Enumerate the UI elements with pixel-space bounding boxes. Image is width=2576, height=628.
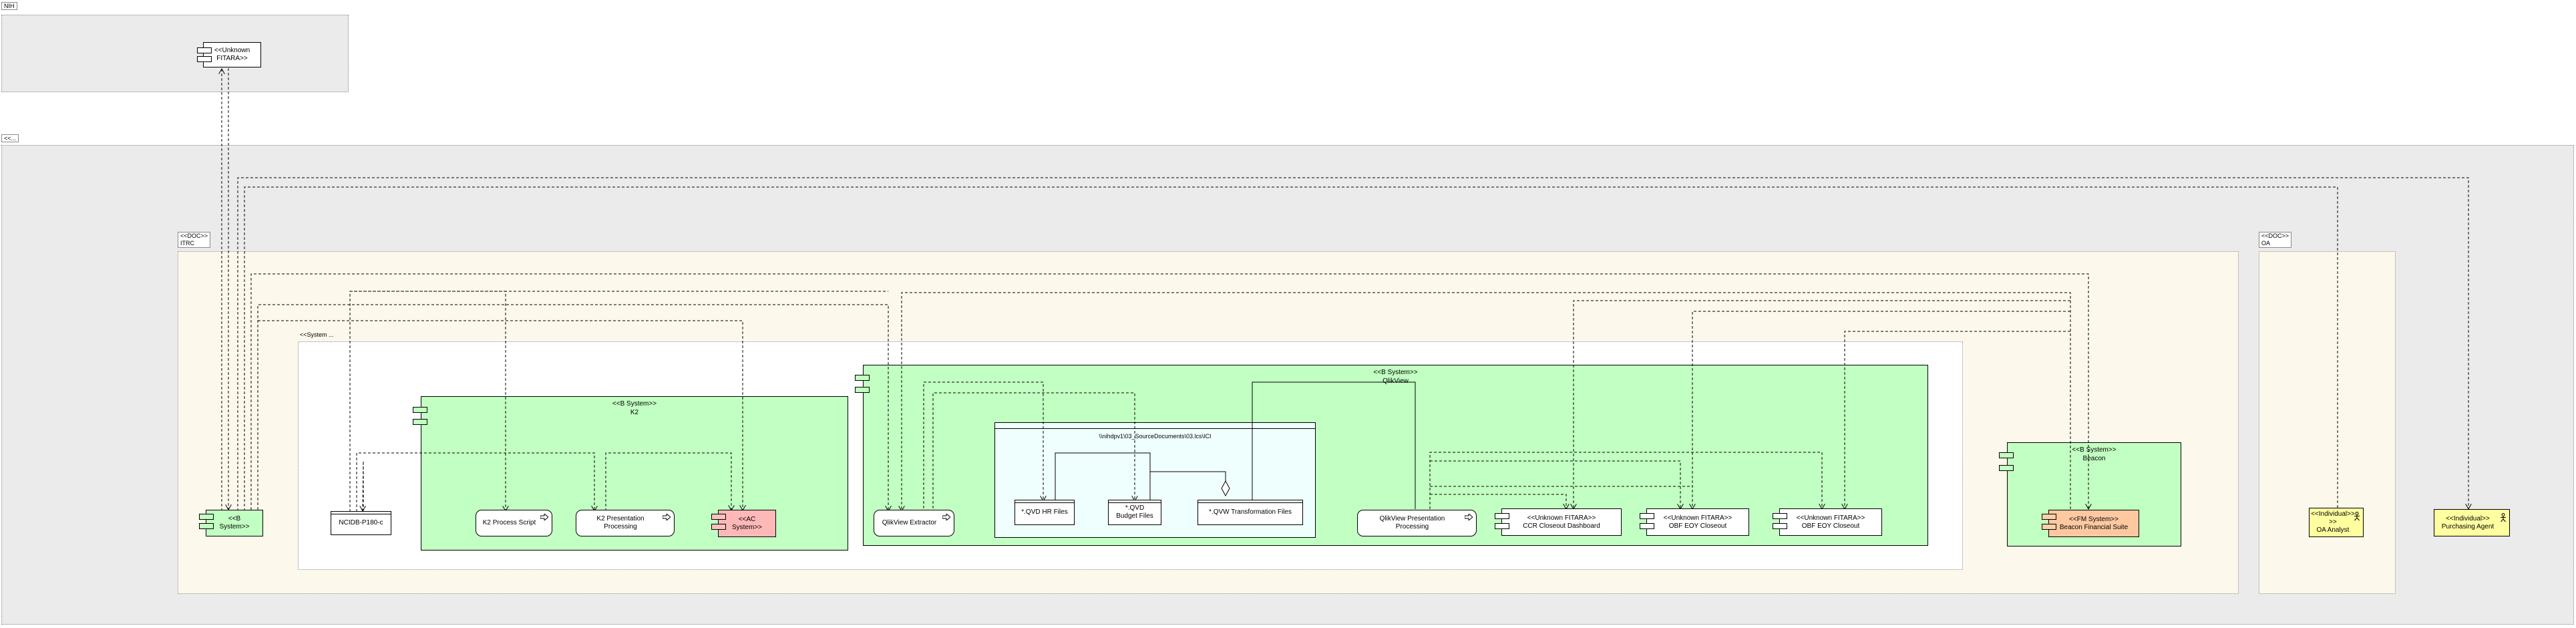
qvw-transformation-files-label: *.QVW Transformation Files <box>1209 508 1292 516</box>
fm-system-beacon-financial-suite[interactable]: <<FM System>> Beacon Financial Suite <box>2048 510 2139 537</box>
qlikview-system-lug-top <box>855 375 870 381</box>
k2-process-script-label: K2 Process Script <box>482 519 536 526</box>
purchasing-agent-actor[interactable]: <<Individual>> Purchasing Agent <box>2434 509 2510 536</box>
stick-figure-icon <box>2354 512 2360 521</box>
b-system-left-lug-2 <box>199 523 214 529</box>
qvd-hr-files[interactable]: *.QVD HR Files <box>1015 500 1075 525</box>
qlikview-extractor-label: QlikView Extractor <box>882 519 937 526</box>
k2-presentation-processing-label: K2 Presentation Processing <box>596 515 645 530</box>
qvd-hr-files-label: *.QVD HR Files <box>1021 508 1068 516</box>
ncidb-node[interactable]: NCIDB-P180-c <box>331 511 391 535</box>
ccr-closeout-dashboard[interactable]: <<Unknown FITARA>> CCR Closeout Dashboar… <box>1501 508 1622 536</box>
fm-system-lug-1 <box>2042 514 2056 520</box>
oa-analyst-label: <<Individual>> >> OA Analyst <box>2311 510 2355 534</box>
folder-title: \\nihdpv1\03_SourceDocuments\03.lcs\ICI <box>1099 433 1212 440</box>
process-arrow-icon <box>1465 514 1473 520</box>
k2-system-lug-bottom <box>413 419 427 425</box>
unknown-fitara-top-lug-2 <box>197 56 212 62</box>
package-tab-oa: <<DOC>> OA <box>2259 232 2292 248</box>
k2-process-script[interactable]: K2 Process Script <box>476 510 552 536</box>
qlikview-extractor[interactable]: QlikView Extractor <box>874 510 954 536</box>
package-tab-itrc: <<DOC>> ITRC <box>178 232 211 248</box>
qvd-budget-files[interactable]: *.QVD Budget Files <box>1108 500 1161 525</box>
qlikview-system-title: <<B System>> QlikView <box>1373 369 1418 385</box>
obf-eoy-closeout-2-lug-2 <box>1773 523 1787 529</box>
qlikview-presentation-processing-label: QlikView Presentation Processing <box>1379 515 1445 530</box>
package-tab-ellipsis: <<... <box>1 134 19 142</box>
obf-eoy-closeout-1[interactable]: <<Unknown FITARA>> OBF EOY Closeout <box>1646 508 1749 536</box>
b-system-left[interactable]: <<B System>> <box>206 510 263 536</box>
purchasing-agent-label: <<Individual>> Purchasing Agent <box>2441 514 2495 530</box>
qlikview-system-lug-bottom <box>855 387 870 393</box>
oa-analyst-actor[interactable]: <<Individual>> >> OA Analyst <box>2309 508 2364 537</box>
qlikview-presentation-processing[interactable]: QlikView Presentation Processing <box>1357 510 1477 536</box>
beacon-system-lug-top <box>1999 452 2014 458</box>
beacon-system-lug-bottom <box>1999 465 2014 471</box>
k2-system-title: <<B System>> K2 <box>612 400 657 416</box>
k2-system-lug-top <box>413 407 427 413</box>
process-arrow-icon <box>540 514 548 520</box>
qvw-transformation-files[interactable]: *.QVW Transformation Files <box>1198 500 1303 525</box>
ccr-closeout-lug-2 <box>1495 523 1509 529</box>
b-system-left-lug-1 <box>199 514 214 520</box>
obf-eoy-closeout-1-lug-1 <box>1640 513 1654 519</box>
obf-eoy-closeout-1-lug-2 <box>1640 523 1654 529</box>
stick-figure-icon <box>2501 513 2506 522</box>
fm-system-lug-2 <box>2042 524 2056 530</box>
ac-system-lug-2 <box>711 524 726 530</box>
obf-eoy-closeout-2[interactable]: <<Unknown FITARA>> OBF EOY Closeout <box>1779 508 1882 536</box>
process-arrow-icon <box>663 514 671 520</box>
ccr-closeout-lug-1 <box>1495 513 1509 519</box>
package-nih <box>1 15 349 92</box>
obf-eoy-closeout-2-lug-1 <box>1773 513 1787 519</box>
package-tab-nih: NIH <box>1 2 17 10</box>
k2-presentation-processing[interactable]: K2 Presentation Processing <box>576 510 675 536</box>
ac-system[interactable]: <<AC System>> <box>718 510 776 537</box>
unknown-fitara-top[interactable]: <<Unknown FITARA>> <box>203 42 261 67</box>
package-oa <box>2259 251 2396 594</box>
ac-system-lug-1 <box>711 514 726 520</box>
unknown-fitara-top-lug-1 <box>197 47 212 53</box>
beacon-system-title: <<B System>> Beacon <box>2072 446 2117 462</box>
package-tab-system-group: <<System ... <box>300 331 334 338</box>
qvd-budget-files-label: *.QVD Budget Files <box>1116 504 1153 520</box>
process-arrow-icon <box>942 514 950 520</box>
folder-header-line <box>995 428 1315 429</box>
